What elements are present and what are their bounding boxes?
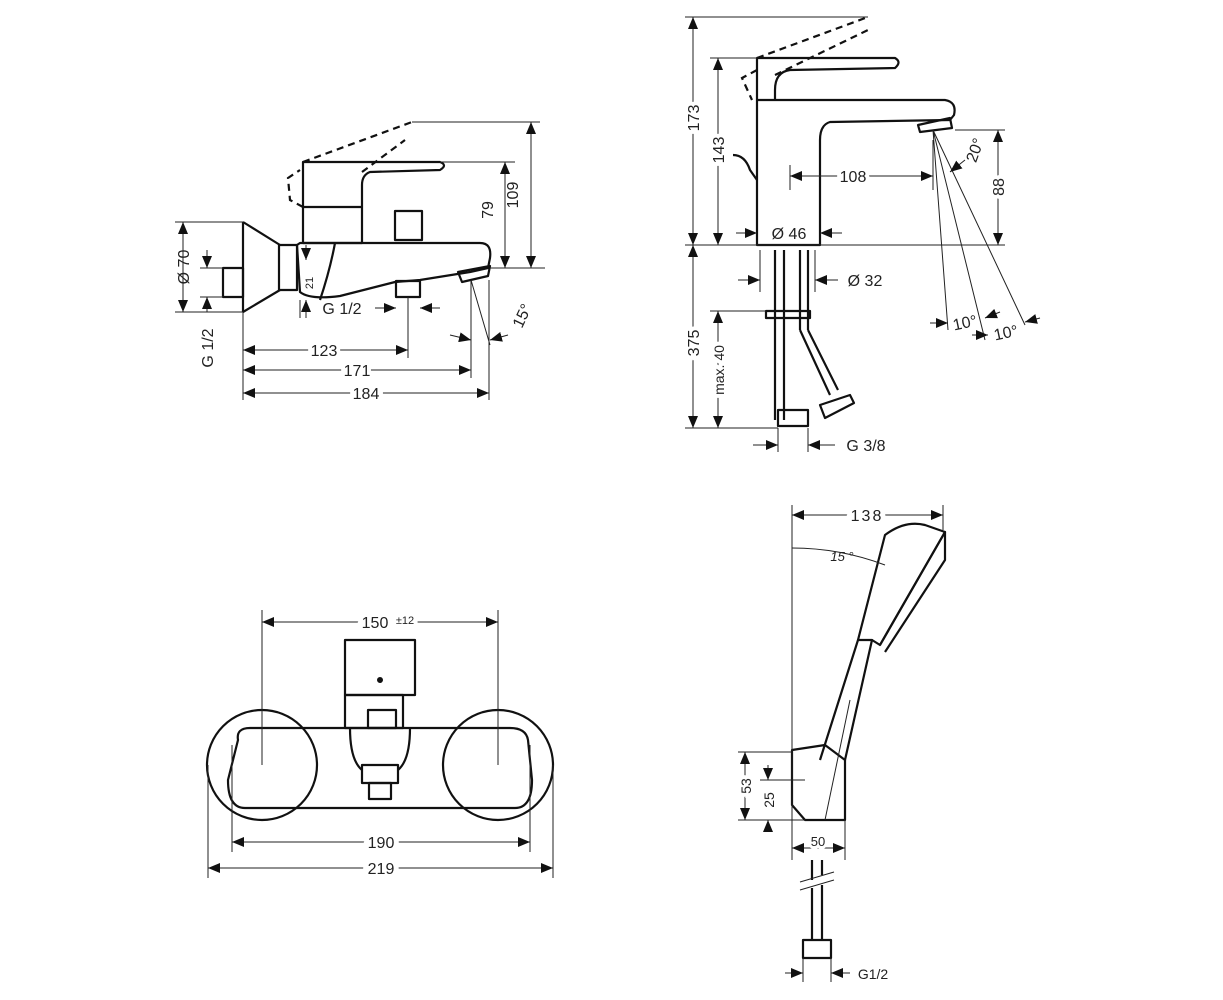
dim-holder-inner: 25 (761, 792, 777, 808)
dim-wall-thread: G 1/2 (200, 328, 217, 367)
dim-spray-angle-10a: 10° (951, 313, 978, 335)
dim-outlet-thread: G 1/2 (322, 301, 361, 318)
dim-hose-connection: G1/2 (858, 966, 889, 982)
dim-spout-height: 88 (991, 178, 1008, 196)
dim-shank-diameter: Ø 32 (848, 273, 883, 290)
bath-front-outline (205, 638, 555, 822)
basin-mixer-outline (732, 15, 1026, 428)
dim-center-tolerance: ±12 (396, 615, 414, 627)
dim-connection-thread: G 3/8 (846, 438, 885, 455)
dim-total-width: 219 (368, 861, 395, 878)
dim-spray-angle: 15° (510, 302, 536, 331)
basin-mixer-side-view: 173 143 88 108 Ø 46 Ø 32 375 max. 40 G 3… (682, 15, 1041, 455)
bath-mixer-outline (221, 120, 492, 313)
dim-lever-height: 79 (480, 201, 497, 219)
basin-mixer-dimensions: 173 143 88 108 Ø 46 Ø 32 375 max. 40 G 3… (682, 16, 1041, 455)
dim-projection: 108 (840, 169, 867, 186)
dim-offset: 21 (304, 277, 316, 289)
dim-center-distance: 150 (362, 615, 389, 632)
bath-mixer-side-view: 109 79 Ø 70 G 1/2 21 G 1/2 123 171 184 1… (175, 120, 545, 407)
dim-spray-angle-20: 20° (964, 136, 988, 165)
dim-body-width: 190 (368, 835, 395, 852)
dim-holder-width: 50 (811, 834, 825, 849)
hand-shower-view: 138 15 ° 53 25 50 G1/2 (734, 503, 947, 982)
dim-spray-angle-10b: 10° (992, 323, 1019, 345)
dim-total-height: 109 (505, 182, 522, 209)
dim-max-thickness: max. 40 (711, 345, 727, 395)
bath-mixer-dimensions: 109 79 Ø 70 G 1/2 21 G 1/2 123 171 184 1… (175, 121, 545, 407)
dim-basin-lever-height: 143 (711, 137, 728, 164)
dim-spout-length: 171 (344, 363, 371, 380)
dim-shower-length: 138 (851, 508, 884, 525)
bath-front-dimensions: 150 ±12 190 219 (207, 610, 554, 883)
dim-connection-length: 375 (686, 330, 703, 357)
dim-holder-height: 53 (738, 778, 754, 794)
dim-basin-total-height: 173 (686, 105, 703, 132)
dim-total-length: 184 (353, 386, 380, 403)
dim-outlet-length: 123 (311, 343, 338, 360)
dim-flange-diameter: Ø 70 (176, 250, 193, 285)
dim-body-diameter: Ø 46 (772, 226, 807, 243)
bath-mixer-front-view: 150 ±12 190 219 (205, 610, 555, 883)
hand-shower-outline (790, 522, 947, 960)
dim-shower-angle: 15 ° (830, 549, 853, 564)
